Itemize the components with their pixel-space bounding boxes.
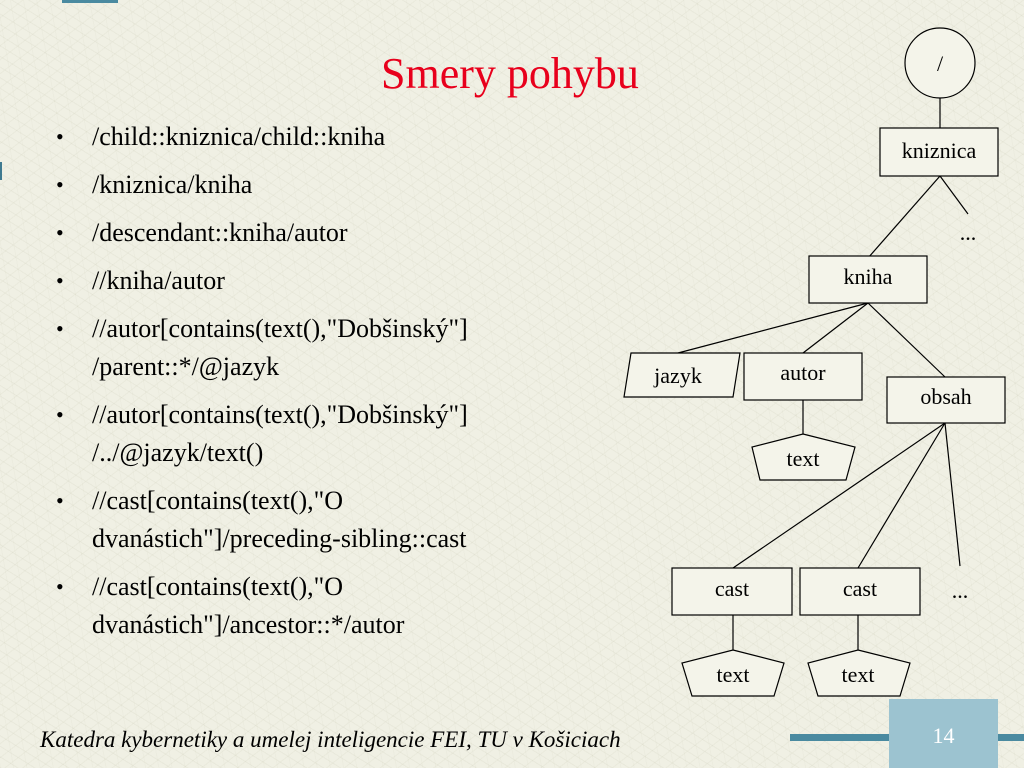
node-cast2-label: cast <box>843 576 877 601</box>
edge-kniha-obsah <box>867 302 946 378</box>
node-kniznica-label: kniznica <box>902 138 977 163</box>
bullet-text: /kniznica/kniha <box>92 170 253 199</box>
ellipsis-label: ... <box>960 220 977 245</box>
bullet-dot-icon: • <box>56 124 64 149</box>
node-obsah-label: obsah <box>920 384 971 409</box>
node-kniha-shape <box>808 255 928 304</box>
bullet-item: • //cast[contains(text(),"O dvanástich"]… <box>56 482 616 558</box>
bullet-item: • //cast[contains(text(),"O dvanástich"]… <box>56 568 616 644</box>
node-jazyk-shape <box>623 352 741 398</box>
node-obsah-shape <box>886 376 1006 424</box>
node-cast1-text-label: text <box>717 662 750 687</box>
node-kniha-label: kniha <box>844 264 893 289</box>
node-autor-text-label: text <box>787 446 820 471</box>
node-cast1-text-shape <box>681 649 785 697</box>
bullet-item: • /descendant::kniha/autor <box>56 214 616 252</box>
bullet-dot-icon: • <box>56 402 64 427</box>
bullet-item: • //kniha/autor <box>56 262 616 300</box>
bullet-item: • //autor[contains(text(),"Dobšinský"] /… <box>56 396 616 472</box>
bullet-text: //cast[contains(text(),"O <box>92 486 344 515</box>
page-number-box: 14 <box>889 699 998 768</box>
slide-title: Smery pohybu <box>381 49 639 98</box>
bullet-text: /descendant::kniha/autor <box>92 218 348 247</box>
bullet-item: • /child::kniznica/child::kniha <box>56 118 616 156</box>
bullet-dot-icon: • <box>56 574 64 599</box>
node-cast2-text-label: text <box>842 662 875 687</box>
bullet-text-continuation: /parent::*/@jazyk <box>92 352 280 381</box>
bullet-text-continuation: dvanástich"]/ancestor::*/autor <box>92 610 405 639</box>
footer-accent-bar <box>790 734 890 741</box>
node-root-shape <box>904 27 976 99</box>
bullet-list: • /child::kniznica/child::kniha • /knizn… <box>56 118 616 654</box>
tree-labels: / kniznica ... kniha jazyk autor text ob… <box>653 51 976 687</box>
bullet-dot-icon: • <box>56 172 64 197</box>
node-kniznica-shape <box>879 127 999 177</box>
tree-edges <box>677 98 969 650</box>
edge-kniha-autor <box>802 302 869 354</box>
bullet-text: //autor[contains(text(),"Dobšinský"] <box>92 400 468 429</box>
edge-kniha-jazyk <box>677 302 869 354</box>
node-cast2-shape <box>799 567 921 616</box>
ellipsis-label: ... <box>952 578 969 603</box>
page-number: 14 <box>932 723 955 748</box>
bullet-text: //autor[contains(text(),"Dobšinský"] <box>92 314 468 343</box>
bullet-dot-icon: • <box>56 316 64 341</box>
edge-kniznica-ellipsis <box>939 175 969 215</box>
node-jazyk-label: jazyk <box>653 363 702 388</box>
edge-obsah-ellipsis <box>944 422 961 567</box>
bullet-text-continuation: dvanástich"]/preceding-sibling::cast <box>92 524 467 553</box>
bullet-text: //kniha/autor <box>92 266 225 295</box>
bullet-dot-icon: • <box>56 268 64 293</box>
tree-nodes <box>623 27 1006 697</box>
bullet-dot-icon: • <box>56 220 64 245</box>
node-cast2-text-shape <box>807 649 911 697</box>
bullet-item: • /kniznica/kniha <box>56 166 616 204</box>
edge-obsah-cast1 <box>732 422 946 569</box>
node-autor-text-shape <box>751 433 856 481</box>
node-cast1-shape <box>671 567 793 616</box>
bullet-item: • //autor[contains(text(),"Dobšinský"] /… <box>56 310 616 386</box>
node-autor-label: autor <box>780 360 826 385</box>
node-cast1-label: cast <box>715 576 749 601</box>
bullet-text-continuation: /../@jazyk/text() <box>92 438 264 467</box>
edge-obsah-cast2 <box>857 422 946 569</box>
left-accent-mark <box>0 162 2 180</box>
node-autor-shape <box>743 352 863 401</box>
bullet-text: /child::kniznica/child::kniha <box>92 122 386 151</box>
top-accent-bar <box>62 0 118 3</box>
bullet-dot-icon: • <box>56 488 64 513</box>
footer-accent-bar-right <box>998 734 1024 741</box>
footer-department: Katedra kybernetiky a umelej inteligenci… <box>40 727 621 752</box>
bullet-text: //cast[contains(text(),"O <box>92 572 344 601</box>
node-root-label: / <box>937 51 944 76</box>
edge-kniznica-kniha <box>867 175 941 259</box>
